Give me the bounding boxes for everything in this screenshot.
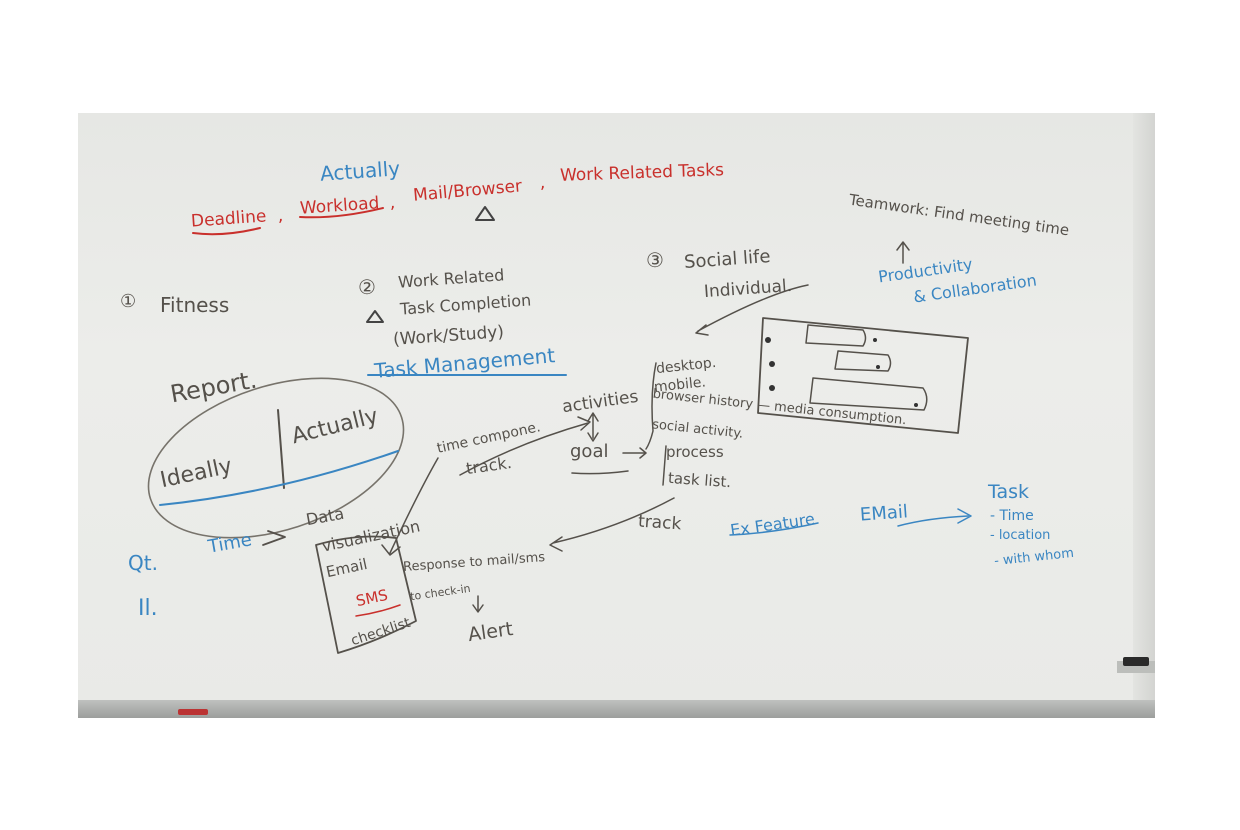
email-feature-text: EMail xyxy=(859,501,909,526)
task-time-item: - Time xyxy=(990,508,1034,524)
whiteboard: Actually Deadline , Workload , Mail/Brow… xyxy=(78,113,1155,718)
social-number: ③ xyxy=(646,248,664,272)
whiteboard-frame xyxy=(1133,113,1155,718)
track-text-2: track xyxy=(637,511,682,535)
q-t-text: Qt. xyxy=(128,551,158,575)
marker xyxy=(178,709,208,715)
eraser xyxy=(1123,657,1149,666)
process-text: process xyxy=(666,443,724,461)
fitness-label: Fitness xyxy=(160,293,230,317)
goal-text: goal xyxy=(570,441,609,462)
whiteboard-rail xyxy=(78,700,1155,718)
actually-text: Actually xyxy=(319,156,401,186)
task-list-text: task list. xyxy=(667,468,732,492)
separator-3: , xyxy=(540,173,546,193)
whiteboard-drawings xyxy=(147,206,972,654)
task-feature-text: Task xyxy=(988,481,1030,503)
task-location-item: - location xyxy=(990,528,1051,543)
fitness-number: ① xyxy=(120,291,137,312)
work-number: ② xyxy=(358,275,376,299)
q-il-text: Il. xyxy=(138,596,158,621)
separator-2: , xyxy=(390,193,396,213)
separator-1: , xyxy=(278,206,284,226)
